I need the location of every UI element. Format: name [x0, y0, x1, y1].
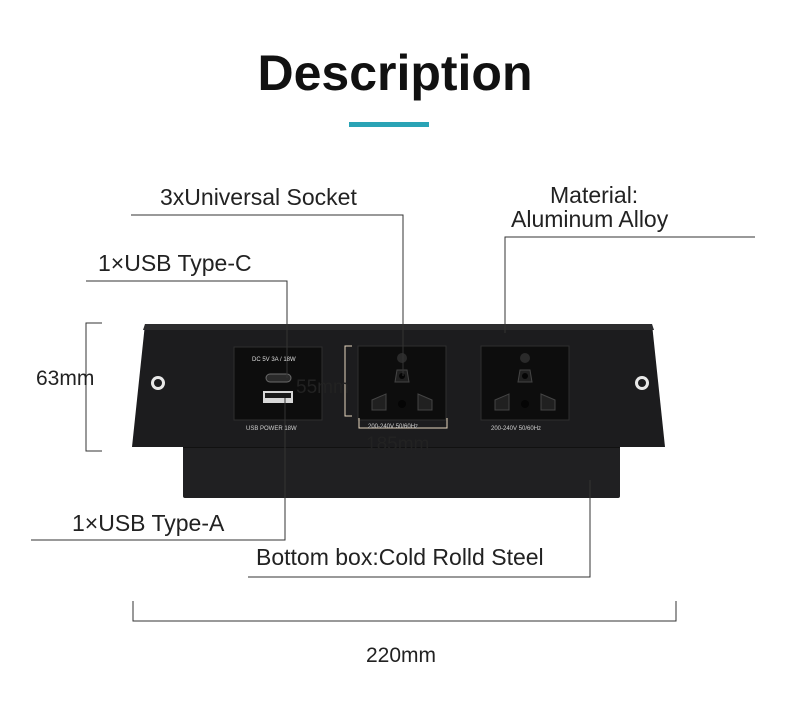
- dim-55mm-label: 55mm: [296, 377, 349, 398]
- dim-185mm-label: 185mm: [366, 434, 430, 455]
- dim-220mm-label: 220mm: [366, 644, 437, 667]
- socket-rating-1: 200-240V 50/60Hz: [368, 424, 419, 430]
- material-label-line1: Material:: [550, 182, 639, 208]
- leader-sockets: [131, 214, 404, 376]
- usb-c-label: 1×USB Type-C: [98, 250, 252, 276]
- bottom-box-label: Bottom box:Cold Rolld Steel: [256, 544, 544, 570]
- usb-power-text: USB POWER 18W: [246, 426, 297, 432]
- leader-bottom-box: [248, 480, 591, 578]
- bottom-box: [183, 440, 620, 498]
- usb-a-label: 1×USB Type-A: [72, 510, 225, 536]
- material-label-line2: Aluminum Alloy: [511, 206, 669, 232]
- usb-module-rating-text: DC 5V 3A / 18W: [252, 357, 296, 363]
- leader-usb-a: [31, 398, 286, 541]
- dim-185mm-bracket: [358, 418, 448, 429]
- leader-usb-c: [86, 280, 288, 378]
- usb-c-port: [265, 373, 292, 383]
- usb-module: [233, 346, 323, 421]
- dim-220mm-bracket: [132, 601, 677, 622]
- dim-63mm-bracket: [85, 322, 102, 452]
- sockets-label: 3xUniversal Socket: [160, 184, 357, 210]
- title-underline: [349, 122, 429, 127]
- dim-55mm-bracket: [344, 345, 352, 417]
- socket-rating-2: 200-240V 50/60Hz: [491, 426, 542, 432]
- page-title: Description: [257, 45, 533, 101]
- leader-material: [504, 236, 755, 333]
- dim-63mm-label: 63mm: [36, 367, 95, 390]
